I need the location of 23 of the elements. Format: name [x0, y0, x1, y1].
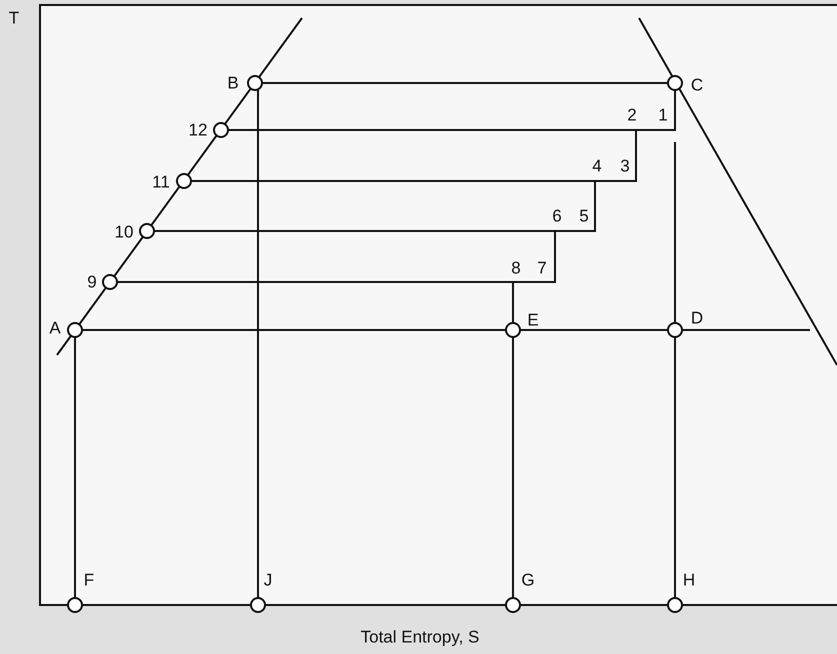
- point-label: E: [527, 312, 539, 328]
- point-label: 3: [620, 158, 630, 174]
- point-label: A: [49, 320, 61, 336]
- point-label: 2: [627, 106, 637, 124]
- point-label: 7: [537, 260, 547, 276]
- point-label: H: [682, 572, 696, 588]
- point-label: 5: [579, 208, 589, 224]
- axis-title: Total Entropy, S: [360, 628, 480, 646]
- point-label: 8: [511, 260, 521, 276]
- point-label: D: [690, 310, 704, 326]
- point-label: B: [227, 74, 239, 92]
- point-label: C: [690, 76, 704, 94]
- point-label: 12: [188, 122, 208, 138]
- point-label: J: [264, 572, 272, 588]
- point-label: 10: [114, 224, 134, 240]
- point-label: 11: [152, 174, 170, 190]
- axis-title: T: [8, 10, 20, 26]
- point-label: 6: [552, 208, 562, 224]
- point-label: F: [84, 572, 94, 588]
- point-label: 4: [592, 158, 602, 174]
- point-label: 9: [87, 274, 97, 290]
- point-label: G: [521, 572, 535, 588]
- point-label: 1: [658, 106, 668, 124]
